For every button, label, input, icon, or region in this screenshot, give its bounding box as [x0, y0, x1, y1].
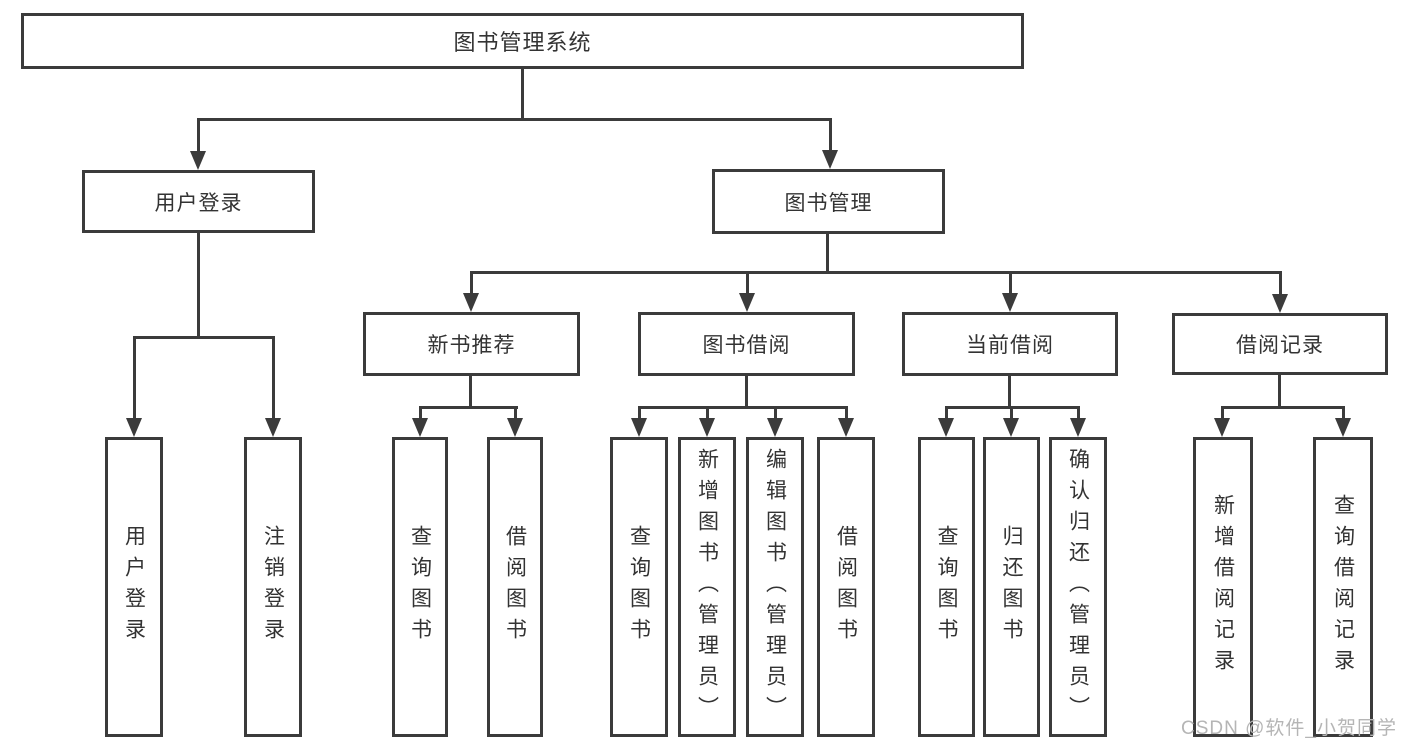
connector-drop-leaf — [272, 336, 275, 420]
leaf-query-book-recommend: 查询图书 — [392, 437, 448, 737]
connector-root-stem — [521, 69, 524, 120]
connector-drop-leaf — [1342, 406, 1345, 420]
connector-drop-leaf — [706, 406, 709, 420]
leaf-borrow-book-recommend: 借阅图书 — [487, 437, 543, 737]
leaf-add-book-admin: 新增图书（管理员） — [678, 437, 736, 737]
connector-user-login-stem — [197, 233, 200, 338]
arrow-down-icon — [822, 150, 838, 169]
node-book-management: 图书管理 — [712, 169, 945, 234]
connector-drop-leaf — [1221, 406, 1224, 420]
arrow-down-icon — [507, 418, 523, 437]
node-current-borrow: 当前借阅 — [902, 312, 1118, 376]
connector-drop-leaf — [133, 336, 136, 420]
leaf-edit-book-admin: 编辑图书（管理员） — [746, 437, 804, 737]
arrow-down-icon — [938, 418, 954, 437]
connector-drop-leaf — [1010, 406, 1013, 420]
arrow-down-icon — [463, 293, 479, 312]
connector-drop-leaf — [514, 406, 517, 420]
arrow-down-icon — [1003, 418, 1019, 437]
leaf-query-book-current: 查询图书 — [918, 437, 975, 737]
connector-book-management-stem — [826, 234, 829, 273]
leaf-add-borrow-record: 新增借阅记录 — [1193, 437, 1253, 737]
connector-current-borrow-stem — [1008, 376, 1011, 408]
connector-drop-leaf — [1077, 406, 1080, 420]
arrow-down-icon — [767, 418, 783, 437]
arrow-down-icon — [631, 418, 647, 437]
connector-drop-new-book-recommend — [470, 271, 473, 295]
connector-drop-leaf — [845, 406, 848, 420]
arrow-down-icon — [1002, 293, 1018, 312]
connector-drop-current-borrow — [1009, 271, 1012, 295]
connector-group3-bar — [638, 406, 848, 409]
leaf-return-book: 归还图书 — [983, 437, 1040, 737]
connector-new-book-recommend-stem — [469, 376, 472, 408]
csdn-watermark: CSDN @软件_小贺同学 — [1181, 718, 1397, 739]
connector-book-borrow-stem — [745, 376, 748, 408]
arrow-down-icon — [265, 418, 281, 437]
leaf-user-login: 用户登录 — [105, 437, 163, 737]
connector-drop-leaf — [419, 406, 422, 420]
arrow-down-icon — [126, 418, 142, 437]
node-book-borrow: 图书借阅 — [638, 312, 855, 376]
connector-borrow-records-stem — [1278, 375, 1281, 408]
leaf-logout-login: 注销登录 — [244, 437, 302, 737]
arrow-down-icon — [412, 418, 428, 437]
arrow-down-icon — [190, 151, 206, 170]
connector-drop-user-login — [197, 118, 200, 153]
connector-drop-book-management — [829, 118, 832, 152]
arrow-down-icon — [1335, 418, 1351, 437]
connector-group2-bar — [419, 406, 518, 409]
leaf-confirm-return-admin: 确认归还（管理员） — [1049, 437, 1107, 737]
connector-group1-bar — [133, 336, 275, 339]
node-new-book-recommend: 新书推荐 — [363, 312, 580, 376]
connector-drop-borrow-records — [1279, 271, 1282, 295]
leaf-borrow-book: 借阅图书 — [817, 437, 875, 737]
connector-drop-book-borrow — [746, 271, 749, 295]
node-borrow-records: 借阅记录 — [1172, 313, 1388, 375]
connector-drop-leaf — [945, 406, 948, 420]
arrow-down-icon — [838, 418, 854, 437]
arrow-down-icon — [739, 293, 755, 312]
arrow-down-icon — [1214, 418, 1230, 437]
leaf-query-book-borrow: 查询图书 — [610, 437, 668, 737]
leaf-query-borrow-record: 查询借阅记录 — [1313, 437, 1373, 737]
node-library-management-system: 图书管理系统 — [21, 13, 1024, 69]
arrow-down-icon — [1070, 418, 1086, 437]
node-user-login: 用户登录 — [82, 170, 315, 233]
connector-level3-bar — [470, 271, 1282, 274]
arrow-down-icon — [1272, 294, 1288, 313]
connector-group5-bar — [1221, 406, 1345, 409]
connector-drop-leaf — [774, 406, 777, 420]
arrow-down-icon — [699, 418, 715, 437]
connector-level2-bar — [197, 118, 832, 121]
connector-drop-leaf — [638, 406, 641, 420]
